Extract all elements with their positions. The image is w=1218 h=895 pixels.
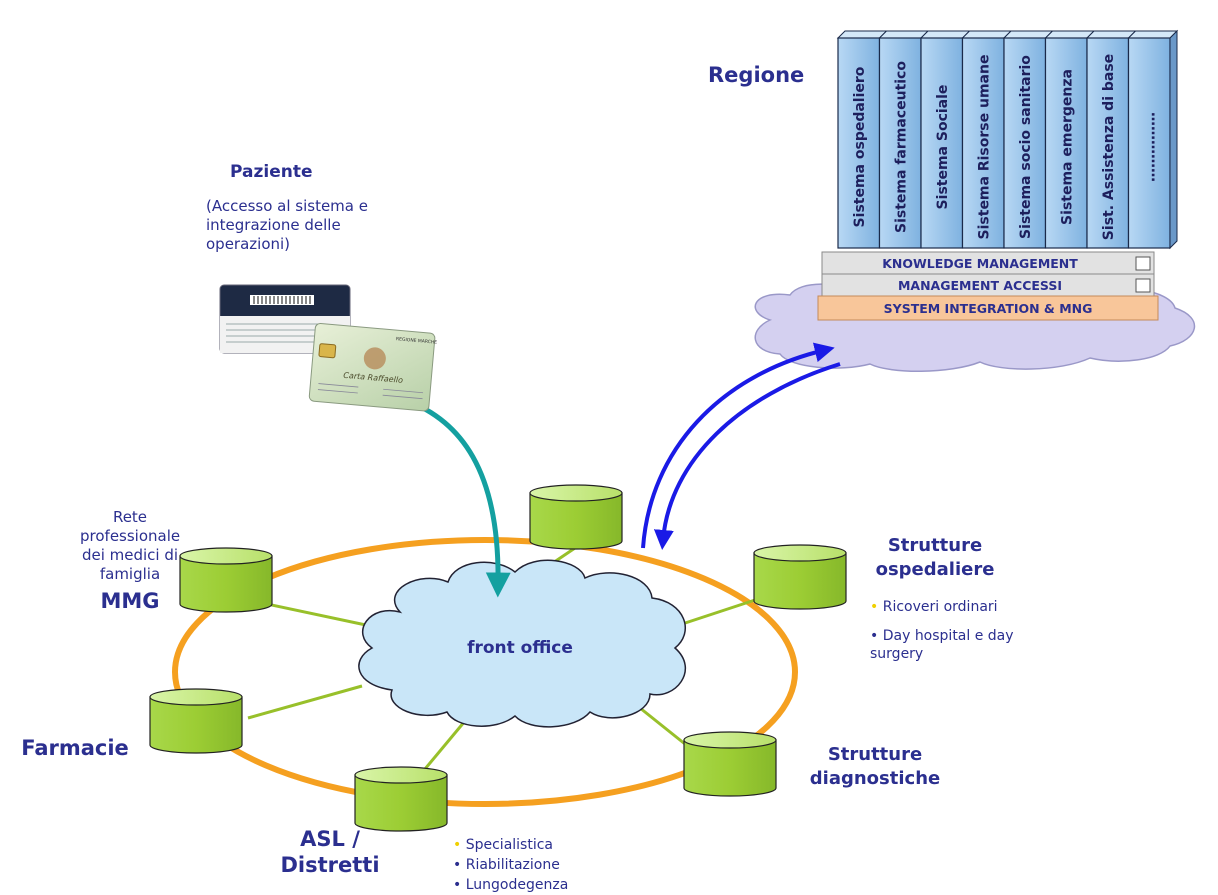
asl-service-3-text: Lungodegenza [465,877,569,893]
asl-service-3: • Lungodegenza [453,876,603,894]
system-label-8: …………… [1142,112,1158,182]
bullet-icon: • [870,599,879,615]
ospedaliere-item-1-text: Ricoveri ordinari [882,599,998,615]
asl-service-1-text: Specialistica [465,837,553,853]
system-label-5: Sistema socio sanitario [1018,55,1034,239]
system-book-7: Sist. Assistenza di base [1085,30,1137,249]
system-label-1: Sistema ospedaliero [852,66,868,227]
node-ospedaliere-cylinder [753,544,847,610]
system-label-6: Sistema emergenza [1059,69,1075,225]
node-mmg-cylinder [179,547,273,613]
system-book-6: Sistema emergenza [1044,30,1096,249]
regione-title: Regione [708,63,805,87]
ospedaliere-item-1: • Ricoveri ordinari [870,598,1020,616]
node-top-cylinder [529,484,623,550]
paziente-description: (Accesso al sistema e integrazione delle… [206,197,368,253]
layer-system-integration: SYSTEM INTEGRATION & MNG [884,301,1093,316]
patient-arrow [404,397,511,598]
layer-management-accessi: MANAGEMENT ACCESSI [898,278,1062,293]
system-label-4: Sistema Risorse umane [976,55,992,240]
asl-service-1: • Specialistica [453,836,603,854]
system-label-2: Sistema farmaceutico [893,61,909,233]
layer-knowledge-management: KNOWLEDGE MANAGEMENT [882,256,1078,271]
ospedaliere-item-2-text: Day hospital e day surgery [870,628,1014,662]
system-label-3: Sistema Sociale [935,85,951,210]
patient-cards: Carta Raffaello REGIONE MARCHE [219,284,438,412]
asl-title: ASL / Distretti [280,827,380,877]
farmacie-title: Farmacie [21,736,129,760]
front-office-cloud [358,559,687,728]
bullet-icon: • [453,877,462,893]
system-label-7: Sist. Assistenza di base [1101,54,1117,240]
node-asl-cylinder [354,766,448,832]
asl-service-2-text: Riabilitazione [465,857,560,873]
system-book-3: Sistema Sociale [919,30,971,249]
regione-arrow-up [641,342,835,549]
ospedaliere-item-2: • Day hospital e day surgery [870,627,1020,663]
node-diagnostiche-cylinder [683,731,777,797]
bullet-icon: • [870,628,879,644]
mmg-description: Rete professionale dei medici di famigli… [80,508,181,583]
ospedaliere-title: Strutture ospedaliere [875,535,995,580]
system-book-5: Sistema socio sanitario [1002,30,1054,249]
node-farmacie-cylinder [149,688,243,754]
bullet-icon: • [453,837,462,853]
system-book-8: …………… [1127,30,1179,249]
regione-platform: KNOWLEDGE MANAGEMENT MANAGEMENT ACCESSI … [817,251,1159,321]
system-book-1: Sistema ospedaliero [836,30,888,249]
front-office-label: front office [467,638,573,658]
asl-service-2: • Riabilitazione [453,856,603,874]
card-issuer: REGIONE MARCHE [396,336,438,346]
diagnostiche-title: Strutture diagnostiche [809,744,941,789]
system-book-4: Sistema Risorse umane [961,30,1013,249]
regione-arrow-down [653,362,841,550]
bullet-icon: • [453,857,462,873]
network-ring [172,537,798,807]
paziente-title: Paziente [230,162,313,182]
mmg-title: MMG [100,589,160,613]
books-side-face [1169,29,1178,250]
